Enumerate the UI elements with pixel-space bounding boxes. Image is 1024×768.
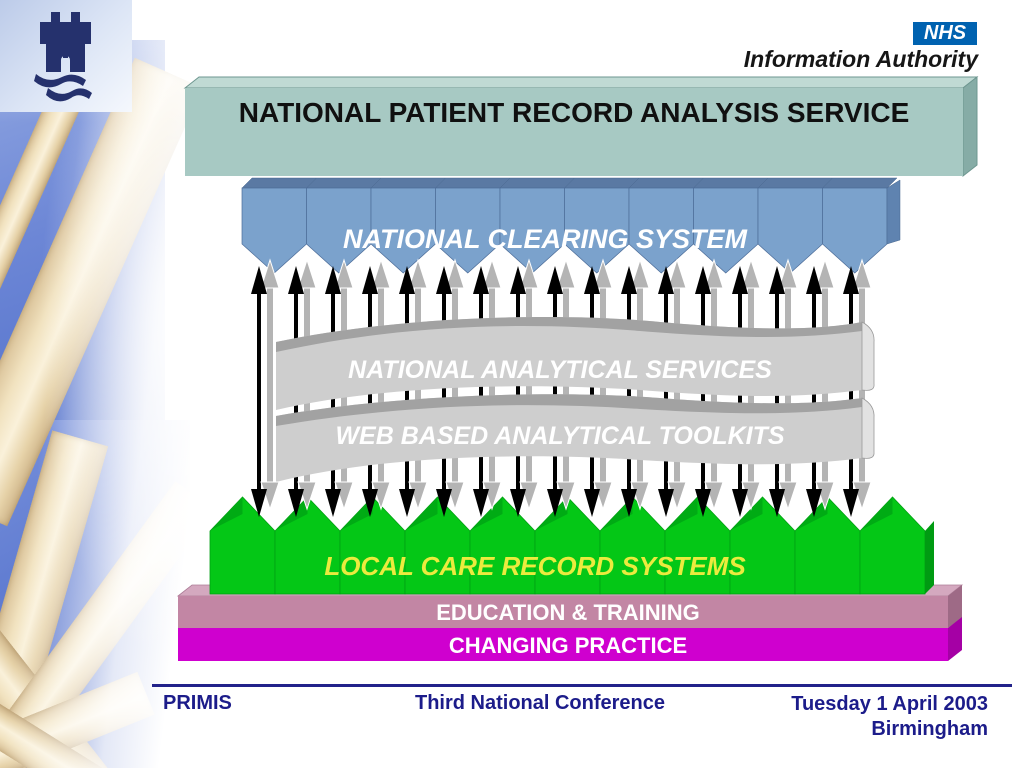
banner-clearing-system (241, 177, 901, 274)
footer-date-location: Tuesday 1 April 2003 Birmingham (791, 692, 988, 742)
changing-practice-text: CHANGING PRACTICE (449, 633, 687, 658)
banner-local-care (209, 496, 934, 595)
footer-organisation: PRIMIS (163, 692, 232, 714)
university-crest-icon (34, 12, 92, 102)
nhs-logo: NHS (913, 22, 977, 45)
education-training-text: EDUCATION & TRAINING (436, 600, 700, 625)
local-care-text: LOCAL CARE RECORD SYSTEMS (324, 551, 746, 581)
title-text: NATIONAL PATIENT RECORD ANALYSIS SERVICE (239, 97, 910, 128)
bar-changing-practice (178, 617, 962, 661)
analytical-services-text: NATIONAL ANALYTICAL SERVICES (348, 356, 772, 384)
ribbon-analytical-toolkits: WEB BASED ANALYTICAL TOOLKITS (276, 394, 875, 482)
banner-title: NATIONAL PATIENT RECORD ANALYSIS SERVICE (183, 75, 979, 178)
ribbon-analytical-services: NATIONAL ANALYTICAL SERVICES (276, 316, 875, 410)
data-flow-arrows-down (251, 481, 872, 517)
nhs-subtitle: Information Authority (743, 46, 978, 72)
footer-conference: Third National Conference (414, 692, 666, 714)
clearing-system-text: NATIONAL CLEARING SYSTEM (343, 224, 748, 254)
analytical-toolkits-text: WEB BASED ANALYTICAL TOOLKITS (335, 422, 784, 450)
footer-location: Birmingham (871, 718, 988, 740)
footer-date: Tuesday 1 April 2003 (791, 693, 988, 715)
footer-divider (152, 684, 1012, 687)
